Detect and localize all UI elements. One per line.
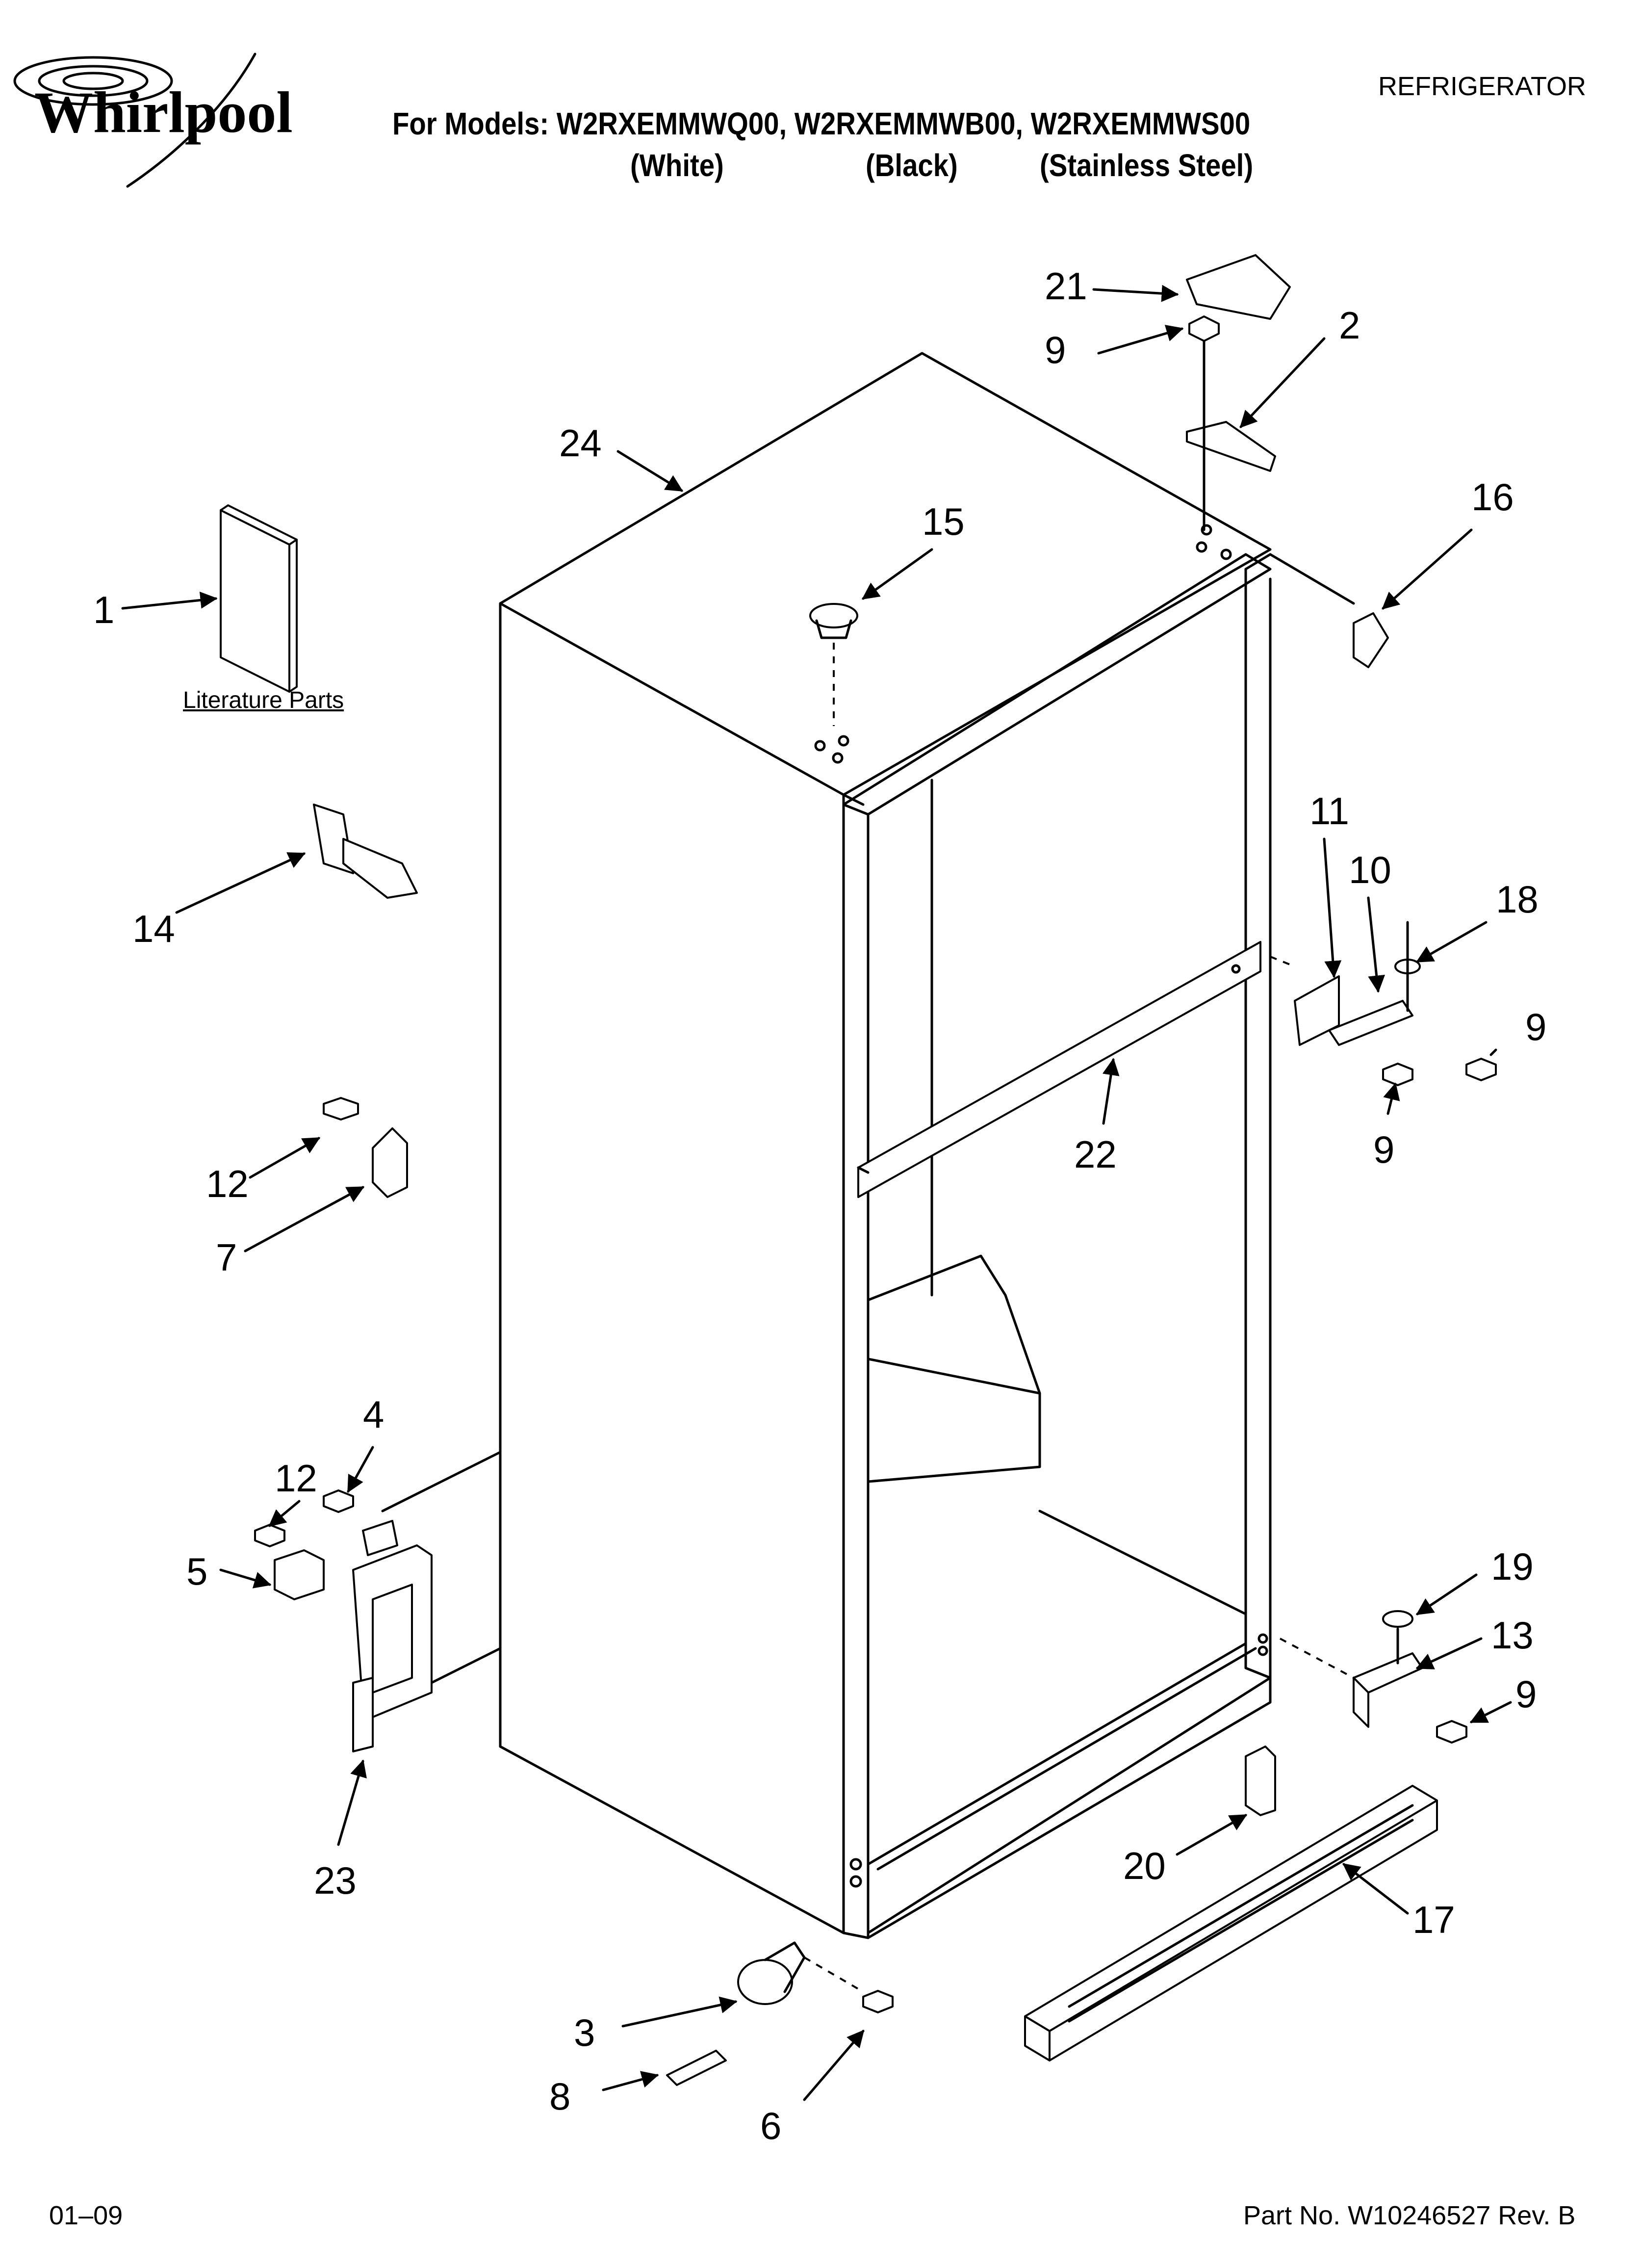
roller-assembly-drawing: [666, 1941, 894, 2086]
whirlpool-logo-icon: [13, 52, 257, 188]
callout-4: 4: [363, 1393, 384, 1436]
callout-21: 21: [1045, 264, 1087, 308]
callout-3: 3: [574, 2011, 595, 2054]
callout-22: 22: [1074, 1133, 1117, 1176]
leader-arrows: [121, 285, 1512, 2101]
part-number: Part No. W10246527 Rev. B: [1243, 2201, 1576, 2230]
bracket-5-4-drawing: [254, 1489, 398, 1600]
callout-9-mid: 9: [1373, 1128, 1394, 1171]
callout-24: 24: [559, 421, 602, 465]
callout-19: 19: [1491, 1545, 1534, 1588]
middle-hinge-drawing: [1270, 921, 1497, 1086]
part-16-drawing: [1269, 553, 1389, 668]
variant-stainless: (Stainless Steel): [1040, 148, 1254, 183]
literature-booklet-drawing: [220, 504, 298, 693]
callout-9-bottom: 9: [1515, 1672, 1537, 1716]
callout-5: 5: [186, 1550, 207, 1593]
callout-numbers: 21 9 2 24 15 16 1 11 10 18 14 9 22 9 12 …: [93, 264, 1546, 2147]
callout-9-top: 9: [1045, 328, 1066, 371]
footer-date: 01–09: [49, 2201, 123, 2230]
category-label: REFRIGERATOR: [1378, 72, 1587, 101]
cabinet-drawing: [371, 352, 1272, 1939]
callout-2: 2: [1339, 304, 1360, 347]
callout-23: 23: [314, 1859, 357, 1902]
callout-6: 6: [760, 2104, 781, 2147]
callout-8: 8: [549, 2075, 570, 2118]
literature-parts-label: Literature Parts: [183, 687, 344, 713]
variant-black: (Black): [866, 148, 958, 183]
callout-12-upper: 12: [206, 1162, 249, 1205]
callout-15: 15: [922, 500, 965, 543]
callout-1: 1: [93, 588, 114, 631]
callout-17: 17: [1412, 1898, 1455, 1941]
handle-23-drawing: [352, 1544, 433, 1752]
models-line: For Models: W2RXEMMWQ00, W2RXEMMWB00, W2…: [392, 106, 1251, 141]
part-14-drawing: [313, 804, 418, 899]
callout-9-mid-right: 9: [1525, 1005, 1546, 1048]
brand-wordmark: Whirlpool: [34, 79, 293, 145]
callout-14: 14: [132, 907, 175, 950]
callout-20: 20: [1123, 1844, 1166, 1887]
variant-white: (White): [630, 148, 724, 183]
plug-15-drawing: [809, 603, 858, 726]
clip-20-drawing: [1245, 1746, 1276, 1816]
cross-rail-drawing: [857, 941, 1261, 1198]
callout-13: 13: [1491, 1614, 1534, 1657]
bottom-hinge-drawing: [1280, 1610, 1467, 1744]
callout-18: 18: [1496, 878, 1539, 921]
hinge-cap-21-drawing: [1186, 254, 1291, 320]
top-hinge-2-drawing: [1186, 315, 1276, 531]
callout-11: 11: [1309, 789, 1349, 833]
part-7-clip-drawing: [323, 1097, 408, 1198]
callout-10: 10: [1349, 848, 1391, 891]
toe-grille-17-drawing: [1024, 1785, 1438, 2061]
callout-7: 7: [216, 1236, 237, 1279]
callout-12-lower: 12: [275, 1457, 317, 1500]
callout-16: 16: [1471, 475, 1514, 519]
